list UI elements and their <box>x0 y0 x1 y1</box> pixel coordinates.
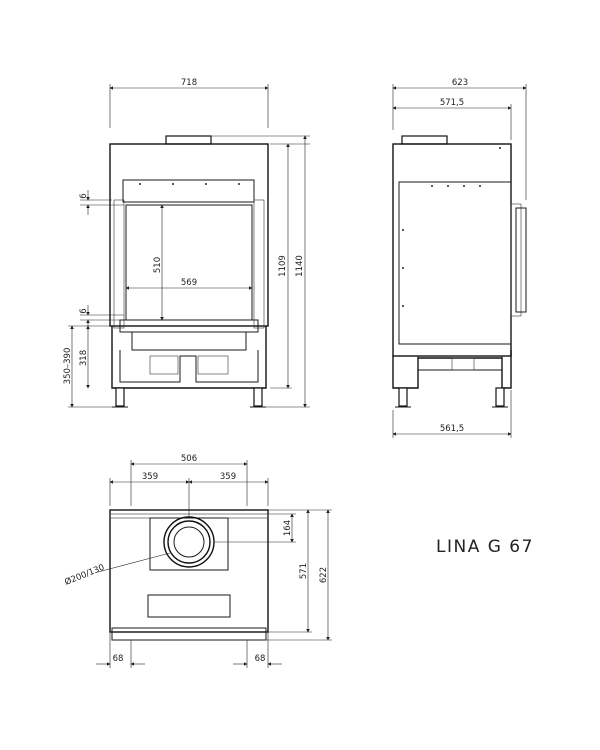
front-glass-window <box>125 204 253 321</box>
side-leg-left <box>398 387 408 407</box>
dim-front-width: 718 <box>181 78 197 88</box>
dim-top-depth-inner: 571 <box>299 563 309 579</box>
dim-gap-top: 6 <box>79 193 89 198</box>
side-body <box>392 143 512 357</box>
side-door-handle <box>515 207 527 313</box>
front-body <box>109 143 269 327</box>
dim-front-inner-height: 1109 <box>278 255 288 277</box>
dim-top-margin-left: 68 <box>113 654 124 664</box>
front-view: 718 1109 1140 510 569 6 6 318 350–390 <box>63 78 310 408</box>
dim-flue-diameter: Ø200/130 <box>63 562 106 588</box>
side-flue-collar <box>401 135 448 145</box>
front-air-box <box>131 331 247 351</box>
side-view: 623 571,5 561,5 <box>392 78 527 438</box>
side-panel <box>398 181 512 345</box>
side-dots <box>402 147 501 307</box>
front-left-rail <box>113 199 125 329</box>
front-top-plate <box>122 179 255 203</box>
front-damper <box>149 355 179 375</box>
front-top-dots <box>139 183 240 185</box>
top-flue-inner <box>173 526 205 558</box>
model-title: LINA G 67 <box>436 537 534 557</box>
side-leg-right <box>495 387 505 407</box>
dim-window-width: 569 <box>181 278 197 288</box>
front-base-cavity <box>119 350 259 383</box>
top-flue-outer <box>163 516 215 568</box>
top-body <box>109 509 269 633</box>
front-leg-left <box>115 387 125 407</box>
dim-window-height: 510 <box>153 257 163 273</box>
dim-side-depth-bottom: 561,5 <box>440 424 464 434</box>
dim-top-half-left: 359 <box>142 472 158 482</box>
top-rear-strip <box>111 627 267 641</box>
front-base-frame <box>111 326 267 389</box>
dim-top-half-right: 359 <box>220 472 236 482</box>
top-flue-mid <box>167 520 211 564</box>
dim-base-height: 318 <box>79 350 89 366</box>
dim-side-depth: 623 <box>452 78 468 88</box>
dim-leg-range: 350–390 <box>63 348 73 385</box>
front-damper-right <box>197 355 229 375</box>
side-regulator <box>451 357 475 371</box>
front-leg-right <box>253 387 263 407</box>
dim-top-margin-right: 68 <box>255 654 266 664</box>
top-rear-panel <box>147 594 231 618</box>
front-flue-collar <box>165 135 212 145</box>
top-flue-plate <box>149 517 229 571</box>
dim-front-outer-height: 1140 <box>295 255 305 277</box>
dim-gap-bottom: 6 <box>79 308 89 313</box>
dim-top-depth-outer: 622 <box>319 567 329 583</box>
dim-top-flue-offset: 164 <box>283 520 293 536</box>
dim-top-width: 506 <box>181 454 197 464</box>
front-right-rail <box>253 199 265 329</box>
side-door-frame <box>510 203 522 317</box>
dim-side-depth-top: 571,5 <box>440 98 464 108</box>
top-view: 506 359 359 164 571 622 Ø200/130 6 <box>63 454 332 668</box>
